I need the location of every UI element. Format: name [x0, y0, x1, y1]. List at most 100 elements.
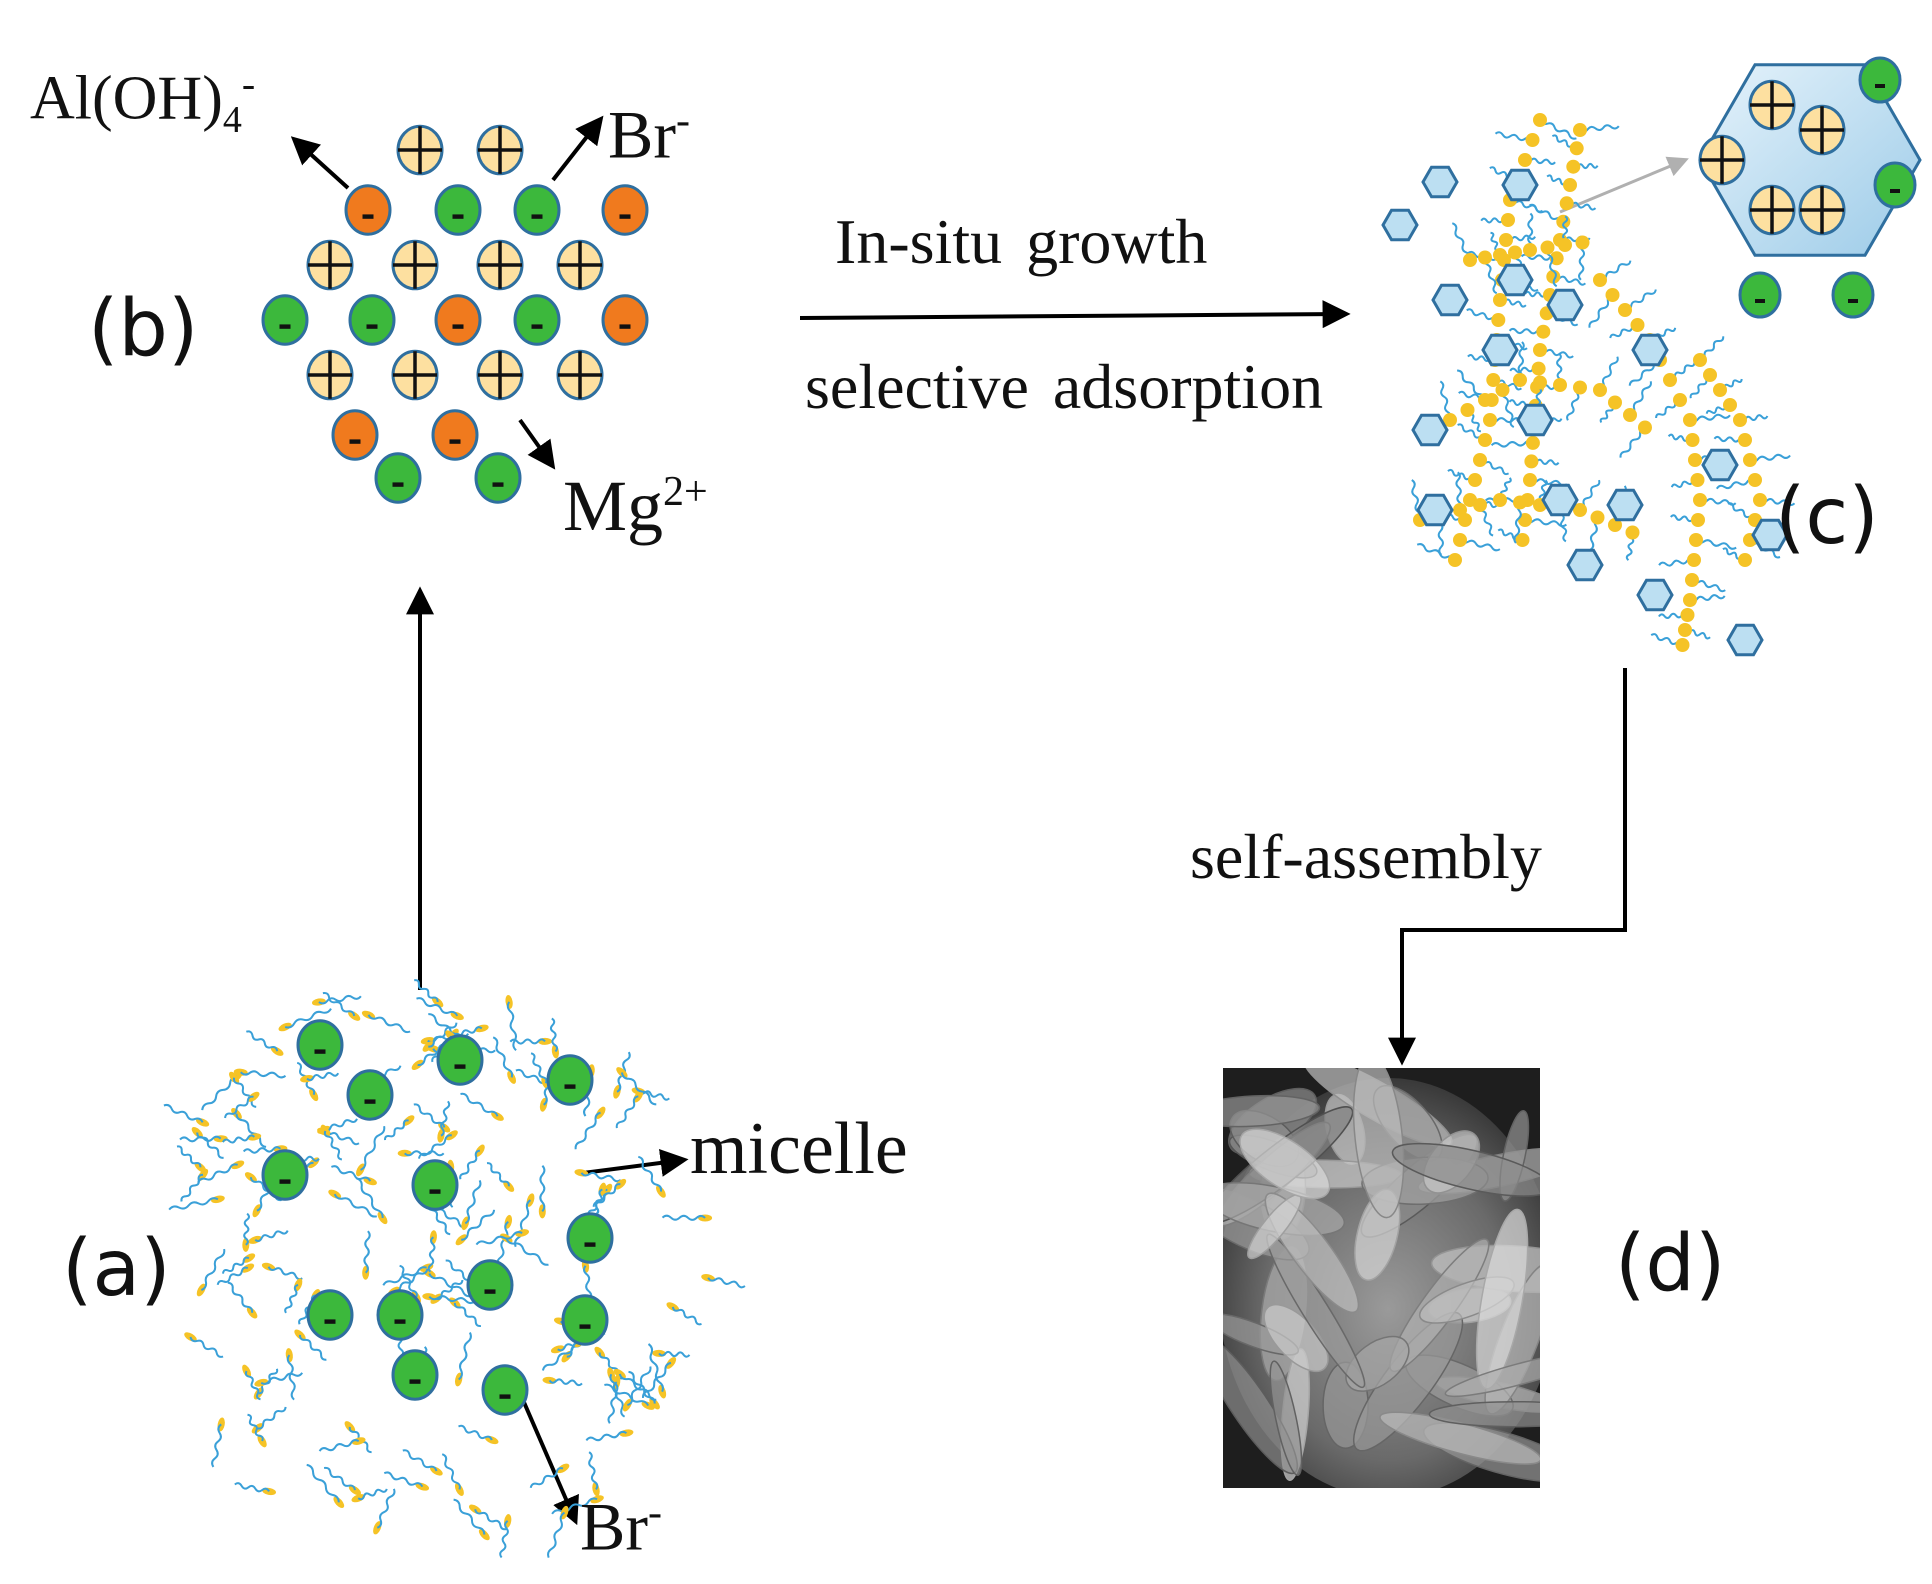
surfactant-tail — [383, 1119, 409, 1141]
surfactant-head — [1683, 593, 1697, 607]
surfactant-tail — [298, 1334, 327, 1361]
step-selective-adsorption: selective adsorption — [805, 351, 1324, 422]
arrow-aluminate — [290, 136, 350, 190]
surfactant-tail — [627, 1366, 652, 1407]
surfactant-tail — [211, 1423, 222, 1468]
surfactant-head — [1590, 510, 1605, 525]
platelet-icon — [1416, 493, 1454, 527]
anion-icon — [513, 184, 561, 236]
surfactant-tail — [460, 1092, 499, 1117]
arrow-bromide-bottom — [521, 1399, 579, 1526]
surfactant-head — [1563, 178, 1577, 192]
surfactant-tail — [541, 1341, 581, 1371]
surfactant-head — [1460, 403, 1475, 417]
surfactant-tail — [306, 1071, 340, 1082]
surfactant-head — [1738, 433, 1752, 447]
surfactant-tail — [306, 1463, 340, 1503]
surfactant-head — [1491, 313, 1506, 327]
surfactant-head — [590, 1495, 604, 1504]
aluminate-charge: - — [241, 61, 256, 106]
surfactant-tail — [224, 1095, 254, 1119]
surfactant-head — [1693, 493, 1707, 507]
surfactant-tail — [399, 1264, 418, 1298]
surfactant-head — [1443, 413, 1457, 427]
platelet-icon — [1411, 413, 1449, 447]
surfactant-tail — [492, 1036, 514, 1078]
surfactant-head — [1493, 493, 1507, 507]
surfactant-tail — [234, 1482, 270, 1493]
surfactant-tail — [267, 1266, 303, 1281]
surfactant-head — [1638, 420, 1652, 435]
sem-flake — [1239, 1128, 1331, 1200]
surfactant-tail — [506, 1001, 518, 1052]
surfactant-head — [594, 1346, 606, 1359]
surfactant-head — [1608, 518, 1622, 532]
platelet-icon — [1496, 263, 1534, 297]
sem-flake — [1352, 1068, 1405, 1219]
anion-icon — [296, 1019, 344, 1071]
sem-flake — [1269, 1360, 1303, 1477]
surfactant-head — [278, 1022, 292, 1032]
surfactant-tail — [604, 1383, 650, 1407]
surfactant-tail — [505, 1237, 549, 1266]
arrow-b-to-c — [799, 300, 1351, 329]
surfactant-tail — [322, 1131, 360, 1146]
surfactant-head — [1733, 413, 1747, 427]
surfactant-head — [649, 1397, 660, 1410]
surfactant-tail — [254, 1230, 289, 1242]
surfactant-head — [1691, 513, 1705, 527]
surfactant-head — [1533, 113, 1547, 127]
surfactant-tail — [418, 1134, 452, 1159]
surfactant-head — [1553, 378, 1567, 392]
bromide-top-symbol: Br — [608, 96, 676, 173]
anion-icon — [431, 409, 479, 461]
surfactant-tail — [1588, 294, 1613, 328]
step-self-assembly: self-assembly — [1190, 821, 1542, 892]
anion-icon — [1738, 271, 1782, 319]
aluminate-subscript: 4 — [222, 99, 242, 142]
surfactant-tail — [496, 1221, 509, 1267]
platelet-icon — [1566, 548, 1604, 582]
surfactant-tail — [232, 1077, 257, 1108]
surfactant-head — [461, 1216, 470, 1231]
surfactant-tail — [1416, 543, 1456, 561]
surfactant-tail — [539, 1165, 546, 1213]
cation-icon — [391, 239, 439, 291]
surfactant-head — [656, 1185, 666, 1198]
surfactant-head — [641, 1401, 655, 1410]
surfactant-tail — [168, 1197, 219, 1211]
anion-icon — [481, 1364, 529, 1416]
aluminate-formula: Al(OH) — [30, 64, 223, 133]
anion-icon — [411, 1159, 459, 1211]
surfactant-tail — [1715, 477, 1756, 490]
platelet-icon — [1751, 518, 1789, 552]
surfactant-head — [1673, 393, 1687, 407]
surfactant-tail — [357, 1488, 388, 1501]
surfactant-tail — [393, 1268, 429, 1293]
surfactant-tail — [428, 1295, 476, 1305]
surfactant-tail — [242, 1146, 282, 1154]
anion-icon — [601, 294, 649, 346]
surfactant-tail — [333, 1193, 378, 1218]
platelet-icon — [1701, 448, 1739, 482]
aluminate-label: Al(OH)4- — [30, 61, 256, 142]
surfactant-tail — [620, 1072, 657, 1106]
surfactant-head — [1515, 533, 1530, 547]
surfactant-head — [652, 1349, 667, 1357]
sem-micrograph — [1223, 1068, 1540, 1488]
surfactant-head — [1531, 361, 1546, 376]
surfactant-head — [1533, 375, 1547, 390]
surfactant-head — [613, 1084, 621, 1099]
sem-flake — [1428, 1400, 1540, 1428]
surfactant-tail — [658, 1350, 691, 1358]
ion-lattice — [261, 124, 649, 504]
anion-icon — [561, 1294, 609, 1346]
arrow-bromide-top — [551, 115, 604, 182]
surfactant-head — [1680, 608, 1695, 622]
bromide-bottom-symbol: Br — [580, 1488, 648, 1565]
surfactant-head — [478, 1528, 490, 1541]
surfactant-head — [1753, 493, 1767, 507]
surfactant-head — [1569, 141, 1584, 156]
surfactant-head — [293, 1278, 303, 1292]
